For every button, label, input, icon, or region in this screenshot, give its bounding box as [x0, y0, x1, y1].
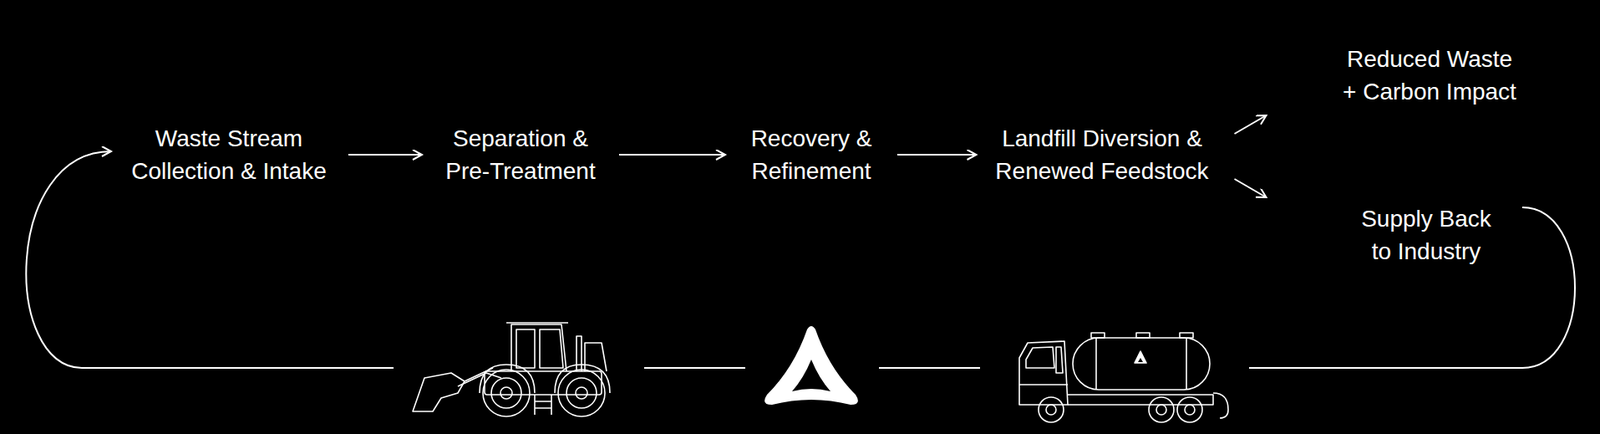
logo-mark: [764, 325, 859, 405]
step-label: Recovery & Refinement: [740, 121, 883, 188]
process-step: Separation & Pre-Treatment: [433, 120, 608, 189]
step-label: Landfill Diversion & Renewed Feedstock: [991, 121, 1214, 188]
flow-arrow: [1234, 178, 1267, 198]
process-step: Supply Back to Industry: [1351, 200, 1501, 270]
flow-arrow: [348, 153, 422, 156]
process-step: Landfill Diversion & Renewed Feedstock: [988, 120, 1217, 189]
flow-arrow: [897, 153, 977, 156]
step-label: Separation & Pre-Treatment: [436, 121, 605, 188]
flow-arrow: [1234, 115, 1267, 134]
process-step: Waste Stream Collection & Intake: [121, 120, 337, 189]
wheel-loader: [412, 322, 610, 417]
step-label: Supply Back to Industry: [1355, 202, 1498, 268]
step-label: Waste Stream Collection & Intake: [124, 121, 334, 188]
flow-arrow: [619, 153, 726, 156]
step-label: Reduced Waste + Carbon Impact: [1340, 42, 1520, 108]
process-step: Reduced Waste + Carbon Impact: [1336, 40, 1524, 110]
tanker-truck: [1019, 332, 1229, 422]
process-step: Recovery & Refinement: [736, 120, 886, 189]
